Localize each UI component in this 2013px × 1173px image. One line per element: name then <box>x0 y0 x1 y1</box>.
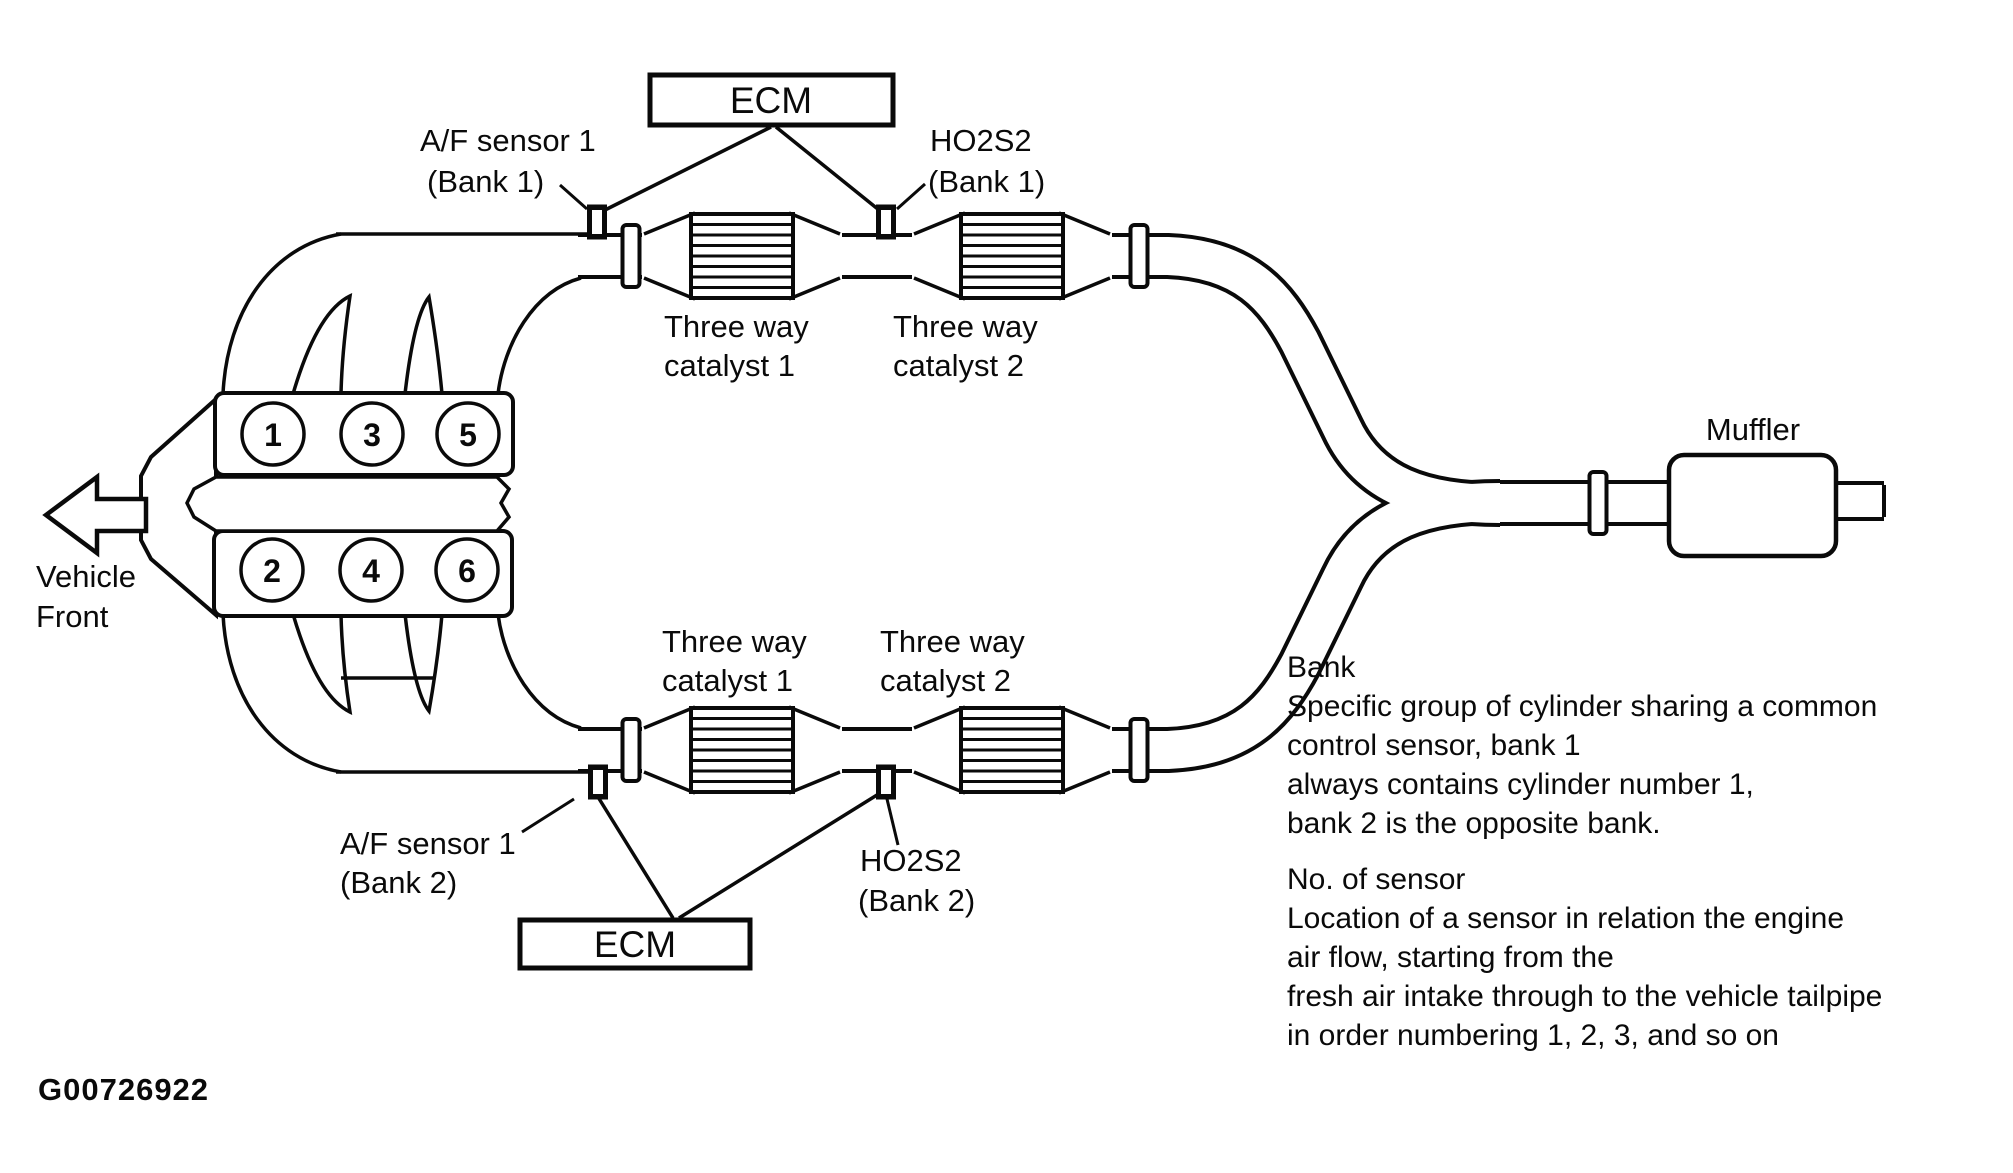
bank2-runner-leaf-1 <box>291 613 353 716</box>
af-sensor-1-bank2 <box>588 764 608 800</box>
bank1-funnel-outer-curve <box>221 232 342 395</box>
bank1-cat1-label-line1: Three way <box>664 309 809 344</box>
engine-valley-band <box>185 475 512 533</box>
ecm-top-label: ECM <box>730 80 812 121</box>
cylinder-1-circle <box>240 401 306 467</box>
bank2-funnel-outer-curve <box>221 613 342 774</box>
cylinder-6-circle <box>434 537 500 603</box>
ecm-bottom-box <box>517 917 753 971</box>
bank2-funnel-inner-curve <box>496 613 582 730</box>
ho2s2-bank2-label-line1: HO2S2 <box>860 843 962 878</box>
ho2s2-bank2-label-line2: (Bank 2) <box>858 883 975 918</box>
muffler-label: Muffler <box>1706 412 1800 447</box>
ecm-bottom-group: ECM <box>517 793 878 971</box>
cylinder-3-number: 3 <box>363 417 381 453</box>
bank2-cat1-label-line2: catalyst 1 <box>662 663 793 698</box>
three-way-catalyst-2-bank2 <box>910 704 1114 796</box>
cylinder-3-circle <box>339 401 405 467</box>
figure-id: G00726922 <box>38 1072 209 1107</box>
af1-bank2-label-line2: (Bank 2) <box>340 865 457 900</box>
cylinder-6-number: 6 <box>458 553 476 589</box>
ho2s2-bank1-label-line1: HO2S2 <box>930 123 1032 158</box>
ho2s2-bank1-label-line2: (Bank 1) <box>928 164 1045 199</box>
note-bank-line1: Bank <box>1287 651 1356 684</box>
ho2s2-sensor-bank2 <box>876 764 896 800</box>
note-sensor-line4: fresh air intake through to the vehicle … <box>1287 980 1882 1013</box>
note-bank-line4: always contains cylinder number 1, <box>1287 768 1754 801</box>
cylinder-5-number: 5 <box>459 417 477 453</box>
label-leader-lines <box>521 182 926 846</box>
af1-bank2-label-line1: A/F sensor 1 <box>340 826 516 861</box>
three-way-catalyst-1-bank2 <box>640 704 844 796</box>
three-way-catalyst-2-bank1 <box>910 210 1114 302</box>
ho2s2-bank2-leader <box>885 798 900 846</box>
ecm-bottom-label: ECM <box>594 924 676 965</box>
three-way-catalyst-1-bank1 <box>640 210 844 302</box>
ho2s2-bank1-leader <box>896 182 926 211</box>
vehicle-front-label-line1: Vehicle <box>36 559 136 594</box>
note-bank-line5: bank 2 is the opposite bank. <box>1287 807 1661 840</box>
note-bank-line2: Specific group of cylinder sharing a com… <box>1287 690 1877 723</box>
bank2-cat2-label-line2: catalyst 2 <box>880 663 1011 698</box>
cylinder-2-circle <box>239 537 305 603</box>
flange-bank1-rear <box>1128 223 1150 289</box>
bank2-pipe-core <box>568 483 1501 769</box>
ecm-top-harness-lines <box>604 125 881 212</box>
af-sensor-1-bank1 <box>587 204 607 240</box>
cylinder-4-circle <box>338 537 404 603</box>
af1-bank1-label-line1: A/F sensor 1 <box>420 123 596 158</box>
ecm-top-group: ECM <box>604 72 896 212</box>
note-sensor-numbering: No. of sensor Location of a sensor in re… <box>1287 863 1882 1052</box>
af1-bank1-leader <box>559 183 588 211</box>
af1-bank1-label-line2: (Bank 1) <box>427 164 544 199</box>
muffler-body <box>1666 452 1839 559</box>
cylinder-1-number: 1 <box>264 417 282 453</box>
sensor-labels: A/F sensor 1 (Bank 1) HO2S2 (Bank 1) A/F… <box>340 123 1045 918</box>
ecm-bottom-harness-lines <box>596 793 878 920</box>
note-sensor-line2: Location of a sensor in relation the eng… <box>1287 902 1844 935</box>
cylinders <box>239 401 501 603</box>
note-bank: Bank Specific group of cylinder sharing … <box>1287 651 1877 840</box>
bank1-runner-leaf-1 <box>291 292 353 395</box>
flange-main-pipe <box>1587 470 1609 536</box>
flange-bank2-front <box>620 717 642 783</box>
engine-block: 1 3 5 2 4 6 <box>139 391 515 620</box>
af1-bank2-leader <box>521 797 575 834</box>
cylinder-2-number: 2 <box>263 553 281 589</box>
note-sensor-line3: air flow, starting from the <box>1287 941 1614 974</box>
flange-bank2-rear <box>1128 717 1150 783</box>
bank2-cat1-label-line1: Three way <box>662 624 807 659</box>
vehicle-front-label-line2: Front <box>36 599 109 634</box>
cylinder-4-number: 4 <box>362 553 380 589</box>
bank1-cat2-label-line1: Three way <box>893 309 1038 344</box>
note-sensor-line5: in order numbering 1, 2, 3, and so on <box>1287 1019 1779 1052</box>
bank1-cat2-label-line2: catalyst 2 <box>893 348 1024 383</box>
vehicle-front-arrow-icon <box>42 472 149 558</box>
bank1-runner-leaf-2 <box>403 292 444 395</box>
note-sensor-line1: No. of sensor <box>1287 863 1465 896</box>
bank1-funnel-inner-curve <box>496 276 582 395</box>
catalyst-labels: Three way catalyst 1 Three way catalyst … <box>662 309 1038 698</box>
bank2-cat2-label-line1: Three way <box>880 624 1025 659</box>
cylinder-5-circle <box>435 401 501 467</box>
ecm-top-box <box>647 72 896 128</box>
flange-bank1-front <box>620 223 642 289</box>
bank2-runner-leaf-2 <box>403 613 444 716</box>
vehicle-front-group: Vehicle Front <box>36 472 149 634</box>
manifold-runners <box>221 232 590 774</box>
bank1-cat1-label-line2: catalyst 1 <box>664 348 795 383</box>
note-bank-line3: control sensor, bank 1 <box>1287 729 1581 762</box>
ho2s2-sensor-bank1 <box>876 204 896 240</box>
